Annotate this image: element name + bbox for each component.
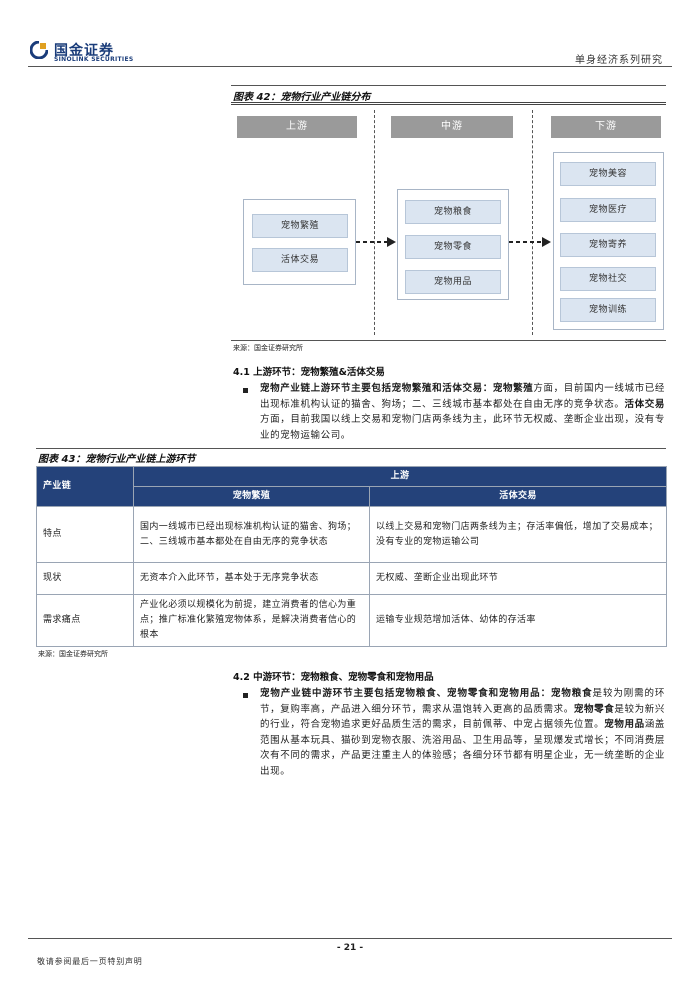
diagram-item: 宠物医疗	[560, 198, 656, 222]
footer-rule	[28, 938, 672, 939]
table-cell: 产业化必须以规模化为前提，建立消费者的信心为重点；推广标准化繁殖宠物体系，是解决…	[133, 594, 370, 647]
table-cell: 无权威、垄断企业出现此环节	[369, 562, 667, 595]
table-cell: 运输专业规范增加活体、幼体的存活率	[369, 594, 667, 647]
table-row: 需求痛点 产业化必须以规模化为前提，建立消费者的信心为重点；推广标准化繁殖宠物体…	[36, 594, 667, 647]
diagram-item: 宠物社交	[560, 267, 656, 291]
bullet-icon	[243, 388, 248, 393]
section-heading-4-1: 4.1 上游环节：宠物繁殖&活体交易	[233, 367, 385, 378]
bullet-icon	[243, 693, 248, 698]
header-rule	[28, 66, 672, 67]
table-row-label: 特点	[36, 506, 134, 563]
upstream-group: 宠物繁殖 活体交易	[243, 199, 356, 285]
stage-midstream-header: 中游	[391, 116, 513, 138]
stage-divider	[532, 110, 533, 335]
table-header-col-a: 宠物繁殖	[133, 486, 370, 507]
disclaimer-note: 敬请参阅最后一页特别声明	[37, 957, 143, 966]
diagram-item: 宠物训练	[560, 298, 656, 322]
table-cell: 无资本介入此环节，基本处于无序竞争状态	[133, 562, 370, 595]
figure43-title: 图表 43：宠物行业产业链上游环节	[38, 454, 196, 465]
diagram-item: 宠物美容	[560, 162, 656, 186]
diagram-item: 宠物寄养	[560, 233, 656, 257]
flow-arrow-icon	[509, 237, 551, 247]
table-cell: 国内一线城市已经出现标准机构认证的猫舍、狗场；二、三线城市基本都处在自由无序的竞…	[133, 506, 370, 563]
figure42-source: 来源：国金证券研究所	[233, 344, 303, 352]
logo-text-cn: 国金证券	[54, 43, 114, 59]
table-header-chain: 产业链	[36, 466, 134, 507]
figure43-top-rule	[36, 448, 666, 449]
report-series-title: 单身经济系列研究	[575, 55, 663, 66]
table-row-label: 需求痛点	[36, 594, 134, 647]
figure43-source: 来源：国金证券研究所	[38, 650, 108, 658]
table-header-col-b: 活体交易	[369, 486, 667, 507]
stage-downstream-header: 下游	[551, 116, 661, 138]
diagram-item: 宠物零食	[405, 235, 501, 259]
figure42-title: 图表 42：宠物行业产业链分布	[233, 92, 371, 103]
table-row-label: 现状	[36, 562, 134, 595]
diagram-item: 宠物用品	[405, 270, 501, 294]
figure42-top-rule	[231, 85, 666, 86]
diagram-item: 宠物繁殖	[252, 214, 348, 238]
figure42-title-rule	[231, 102, 666, 105]
midstream-group: 宠物粮食 宠物零食 宠物用品	[397, 189, 509, 300]
upstream-table: 产业链 上游 宠物繁殖 活体交易 特点 国内一线城市已经出现标准机构认证的猫舍、…	[36, 466, 667, 647]
diagram-item: 宠物粮食	[405, 200, 501, 224]
section42-paragraph: 宠物产业链中游环节主要包括宠物粮食、宠物零食和宠物用品：宠物粮食是较为刚需的环节…	[260, 688, 666, 777]
flow-arrow-icon	[356, 237, 396, 247]
stage-upstream-header: 上游	[237, 116, 357, 138]
figure42-bottom-rule	[231, 340, 666, 341]
sinolink-logo-icon	[30, 41, 48, 59]
table-row: 现状 无资本介入此环节，基本处于无序竞争状态 无权威、垄断企业出现此环节	[36, 562, 667, 595]
section-heading-4-2: 4.2 中游环节：宠物粮食、宠物零食和宠物用品	[233, 672, 434, 683]
section41-paragraph: 宠物产业链上游环节主要包括宠物繁殖和活体交易：宠物繁殖方面，目前国内一线城市已经…	[260, 383, 665, 441]
diagram-item: 活体交易	[252, 248, 348, 272]
downstream-group: 宠物美容 宠物医疗 宠物寄养 宠物社交 宠物训练	[553, 152, 664, 330]
table-cell: 以线上交易和宠物门店两条线为主；存活率偏低，增加了交易成本；没有专业的宠物运输公…	[369, 506, 667, 563]
logo-text-en: SINOLINK SECURITIES	[54, 56, 134, 63]
table-header-group: 上游	[133, 466, 667, 487]
page-number: - 21 -	[336, 943, 364, 953]
stage-divider	[374, 110, 375, 335]
table-row: 特点 国内一线城市已经出现标准机构认证的猫舍、狗场；二、三线城市基本都处在自由无…	[36, 506, 667, 563]
